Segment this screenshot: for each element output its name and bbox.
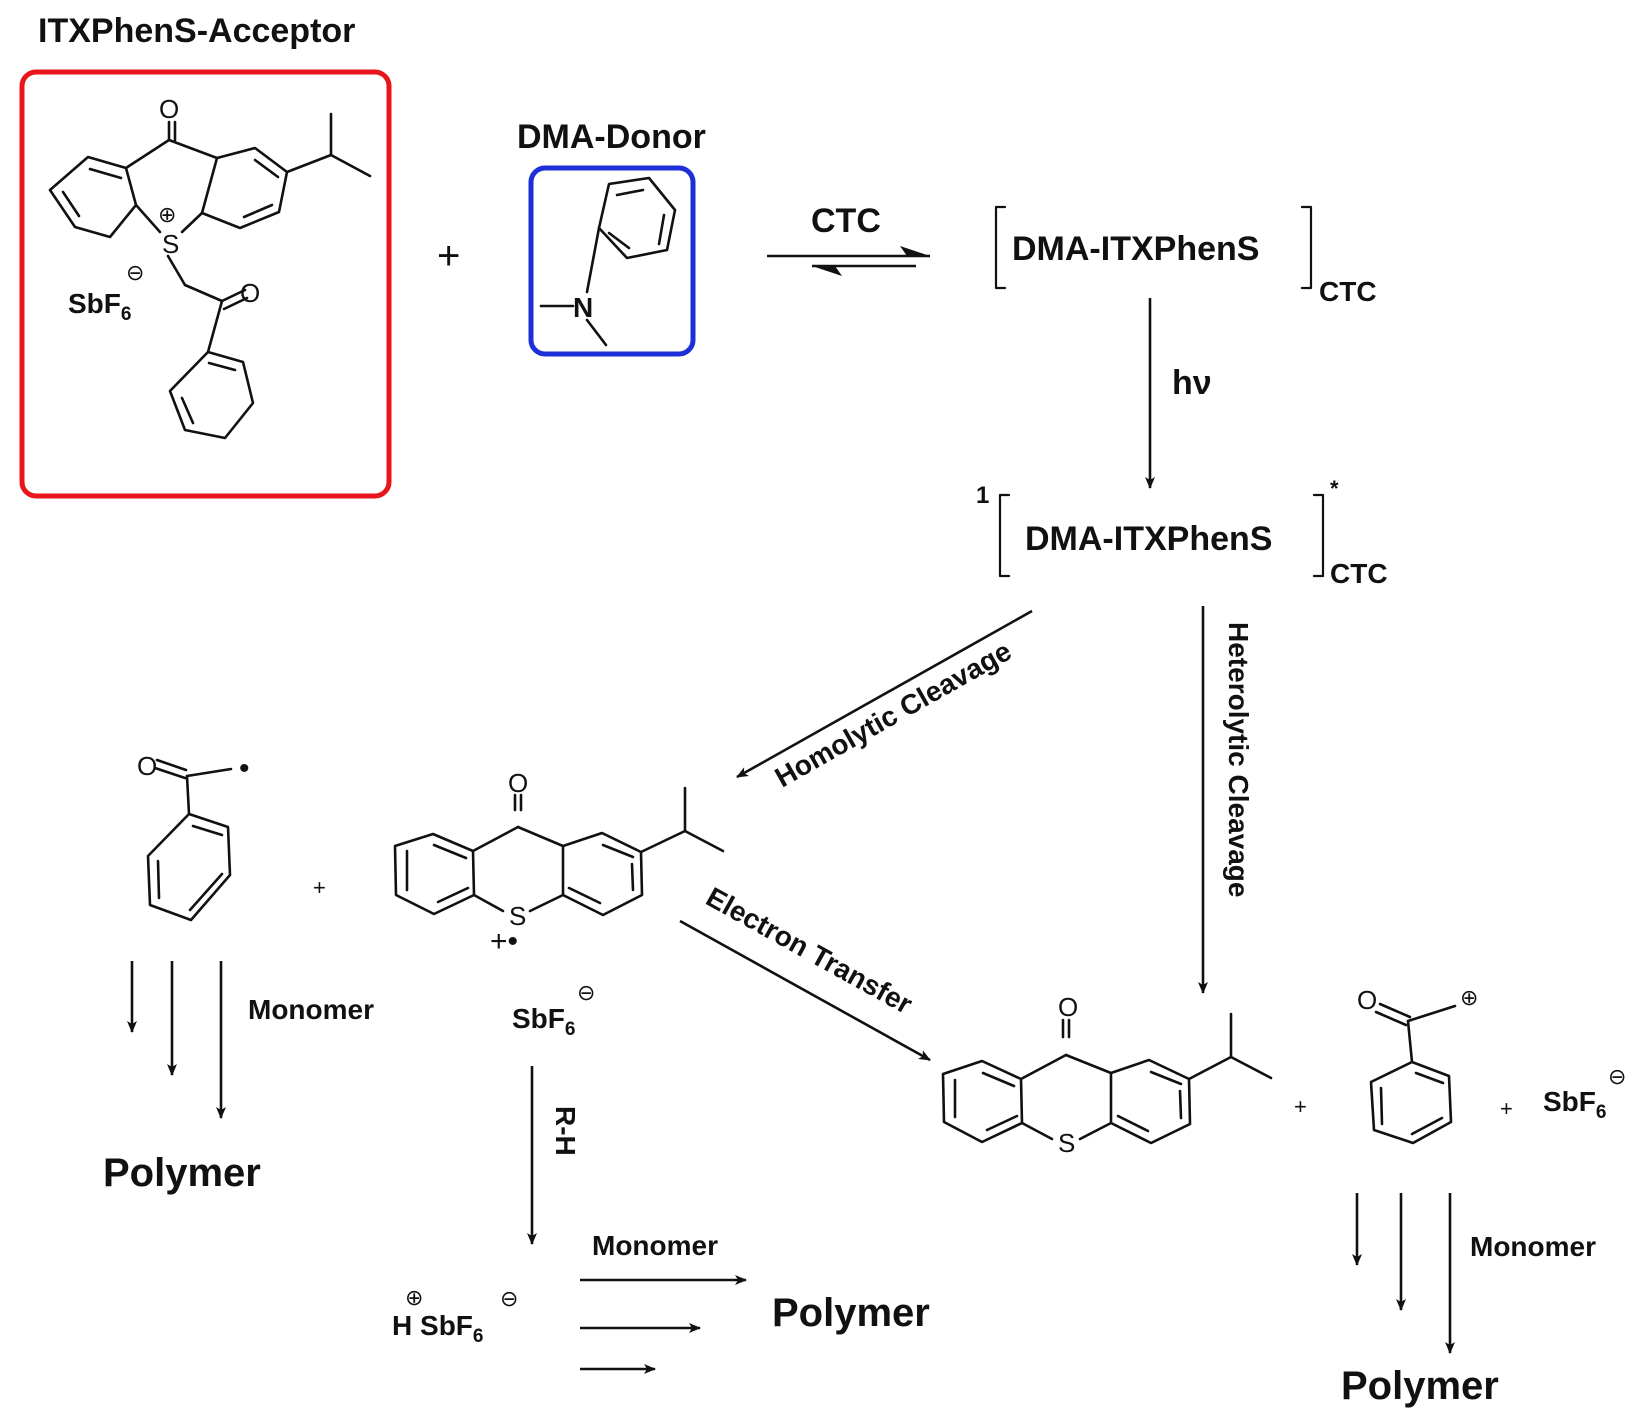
polymer-label-middle: Polymer: [772, 1291, 930, 1335]
donor-n: N: [573, 292, 594, 323]
excited-complex-label: DMA-ITXPhenS: [1025, 520, 1273, 558]
radical-plus-sign: +: [313, 875, 326, 900]
acceptor-box: [19, 69, 392, 499]
electron-transfer-arrow: [679, 919, 931, 1062]
singlet-superscript: 1: [976, 482, 990, 509]
acceptor-s: S: [162, 229, 180, 259]
plus-sign: +: [437, 234, 461, 278]
radcat-o: O: [508, 768, 529, 798]
cation-plus-charge: ⊕: [1460, 985, 1479, 1010]
product-counterion: SbF6: [1543, 1086, 1607, 1123]
monomer-label-middle: Monomer: [592, 1230, 718, 1261]
product-plus-sign-2: +: [1500, 1096, 1513, 1121]
radcat-counterion: SbF6: [512, 1003, 576, 1040]
acceptor-ketone-o: O: [240, 278, 261, 308]
itx-s: S: [1058, 1128, 1076, 1158]
polymer-label-left: Polymer: [103, 1151, 261, 1195]
acceptor-minus-charge: ⊖: [126, 260, 145, 285]
brackets: [994, 205, 1325, 578]
itx-o: O: [1058, 992, 1079, 1022]
acceptor-s-plus-charge: ⊕: [158, 202, 177, 227]
acid-minus-charge: ⊖: [500, 1286, 519, 1311]
cation-o: O: [1357, 985, 1378, 1015]
monomer-label-right: Monomer: [1470, 1231, 1596, 1262]
product-plus-sign-1: +: [1294, 1094, 1307, 1119]
homolytic-arrow: [736, 609, 1033, 779]
complex-label: DMA-ITXPhenS: [1012, 230, 1260, 268]
radcat-s: S: [509, 901, 527, 931]
itx-product-structure: [941, 1012, 1273, 1145]
polymer-label-right: Polymer: [1341, 1364, 1499, 1408]
acceptor-structure: [48, 112, 372, 440]
acceptor-counterion: SbF6: [68, 288, 132, 325]
excited-star: *: [1330, 476, 1339, 501]
product-minus-charge: ⊖: [1608, 1064, 1627, 1089]
radical-cation-structure: [393, 786, 725, 917]
hv-label: hν: [1172, 364, 1212, 402]
acceptor-title: ITXPhenS-Acceptor: [38, 12, 356, 50]
donor-structure: [539, 176, 677, 347]
monomer-label-left: Monomer: [248, 994, 374, 1025]
ctc-arrow-label: CTC: [811, 202, 881, 240]
benzoyl-radical-structure: [146, 758, 233, 922]
benzoyl-cation-structure: [1369, 1002, 1457, 1145]
excited-ctc-subscript: CTC: [1330, 558, 1388, 589]
acid-h-plus-charge: ⊕: [405, 1285, 424, 1310]
radcat-minus-charge: ⊖: [577, 980, 596, 1005]
donor-title: DMA-Donor: [517, 118, 706, 156]
donor-box: [528, 165, 696, 357]
acid-formula: H SbF6: [392, 1310, 484, 1347]
homolytic-label: Homolytic Cleavage: [770, 635, 1017, 793]
rh-label: R-H: [550, 1106, 581, 1156]
acceptor-carbonyl-o: O: [159, 94, 180, 124]
radical-o: O: [137, 751, 158, 781]
radical-dot: •: [239, 752, 250, 785]
ctc-subscript: CTC: [1319, 276, 1377, 307]
heterolytic-label: Heterolytic Cleavage: [1223, 622, 1254, 897]
radcat-plus-radical: +•: [490, 925, 519, 958]
